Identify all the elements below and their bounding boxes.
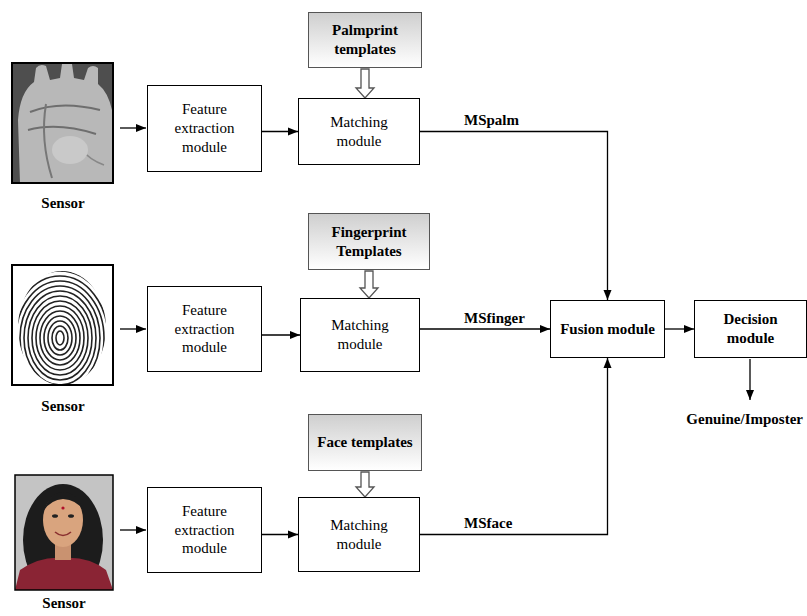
process-box: Decision module xyxy=(694,300,807,358)
process-box: Feature extraction module xyxy=(147,286,262,372)
fingerprint-image xyxy=(4,265,116,410)
node-label: Fusion module xyxy=(560,320,655,339)
sensor-caption: Sensor xyxy=(41,398,84,415)
image-frame xyxy=(12,63,113,183)
face-image xyxy=(15,475,113,590)
node-label: Matching module xyxy=(307,516,411,554)
sensor-arrows xyxy=(120,128,146,530)
node-text-group: Decision module xyxy=(703,310,798,348)
score-connector xyxy=(262,334,300,335)
process-box: Matching module xyxy=(300,298,420,372)
template-store: Fingerprint Templates xyxy=(308,213,430,270)
node-text-group: Fingerprint Templates xyxy=(317,223,421,261)
node-text-group: Feature extraction module xyxy=(156,502,253,558)
node-label: Matching module xyxy=(309,316,411,354)
match-score-label: MSpalm xyxy=(462,112,521,129)
node-label: Feature extraction module xyxy=(156,100,253,156)
image-frame xyxy=(15,475,113,590)
score-connector xyxy=(420,328,550,329)
process-box: Fusion module xyxy=(550,300,665,358)
node-text-group: Feature extraction module xyxy=(156,301,253,357)
sensor-caption: Sensor xyxy=(41,195,84,212)
template-arrow xyxy=(360,271,378,298)
sensor-caption: Sensor xyxy=(42,595,85,612)
node-label: Feature extraction module xyxy=(156,301,253,357)
score-connector xyxy=(420,132,608,301)
node-text-group: Feature extraction module xyxy=(156,100,253,156)
template-store: Face templates xyxy=(308,414,422,471)
node-text-group: Palmprint templates xyxy=(317,21,413,59)
node-label: Palmprint templates xyxy=(317,21,413,59)
process-box: Matching module xyxy=(298,98,420,165)
process-box: Feature extraction module xyxy=(147,85,262,172)
score-connector xyxy=(420,358,608,535)
score-connector xyxy=(665,328,694,329)
node-label: Decision module xyxy=(703,310,798,348)
node-label: Matching module xyxy=(307,113,411,151)
process-box: Feature extraction module xyxy=(147,487,262,573)
output-arrow xyxy=(749,359,750,400)
template-arrow xyxy=(356,472,374,497)
node-text-group: Face templates xyxy=(317,433,412,452)
palm-image xyxy=(12,63,113,183)
template-store: Palmprint templates xyxy=(308,12,422,68)
node-label: Fingerprint Templates xyxy=(317,223,421,261)
node-text-group: Matching module xyxy=(307,113,411,151)
score-connector xyxy=(262,131,298,132)
node-text-group: Fusion module xyxy=(560,320,655,339)
template-arrow xyxy=(356,69,374,98)
node-text-group: Matching module xyxy=(309,316,411,354)
node-text-group: Matching module xyxy=(307,516,411,554)
match-score-label: MSface xyxy=(462,515,514,532)
output-label: Genuine/Imposter xyxy=(686,411,803,428)
node-label: Feature extraction module xyxy=(156,502,253,558)
node-label: Face templates xyxy=(317,433,412,452)
match-score-label: MSfinger xyxy=(462,310,527,327)
process-box: Matching module xyxy=(298,497,420,572)
score-connector xyxy=(262,534,298,535)
